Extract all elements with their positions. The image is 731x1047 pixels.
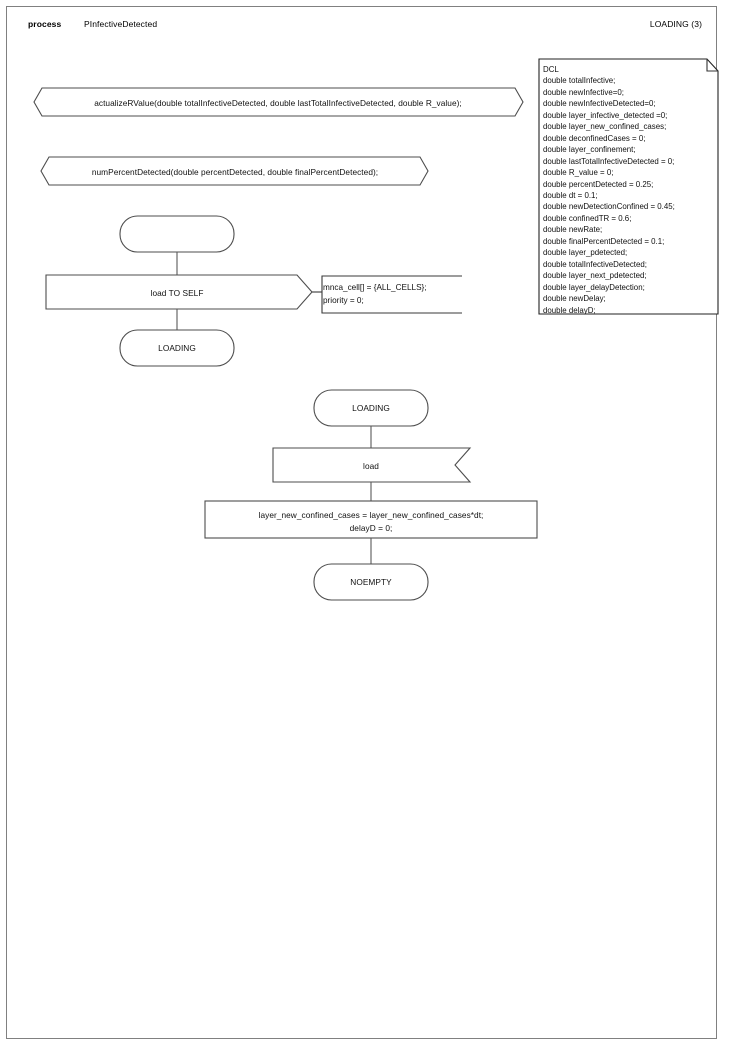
input-label-load: load xyxy=(363,461,379,471)
state-label-loading-a: LOADING xyxy=(158,343,196,353)
procedure-call-label-1: actualizeRValue(double totalInfectiveDet… xyxy=(94,98,462,108)
header-process-name: PInfectiveDetected xyxy=(84,19,158,29)
page-border-frame xyxy=(6,6,717,1039)
dcl-text-block: DCL double totalInfective; double newInf… xyxy=(543,65,675,315)
output-label-load-to-self: load TO SELF xyxy=(150,288,204,298)
procedure-call-label-2: numPercentDetected(double percentDetecte… xyxy=(91,167,379,177)
state-label-loading-b: LOADING xyxy=(352,403,390,413)
task-label-text: layer_new_confined_cases = layer_new_con… xyxy=(258,510,484,533)
header-diagram-kind: process xyxy=(28,19,62,29)
state-label-noempty: NOEMPTY xyxy=(350,577,392,587)
header-page-label: LOADING (3) xyxy=(649,19,702,29)
comment-text: mnca_cell[] = {ALL_CELLS}; priority = 0; xyxy=(323,283,427,305)
